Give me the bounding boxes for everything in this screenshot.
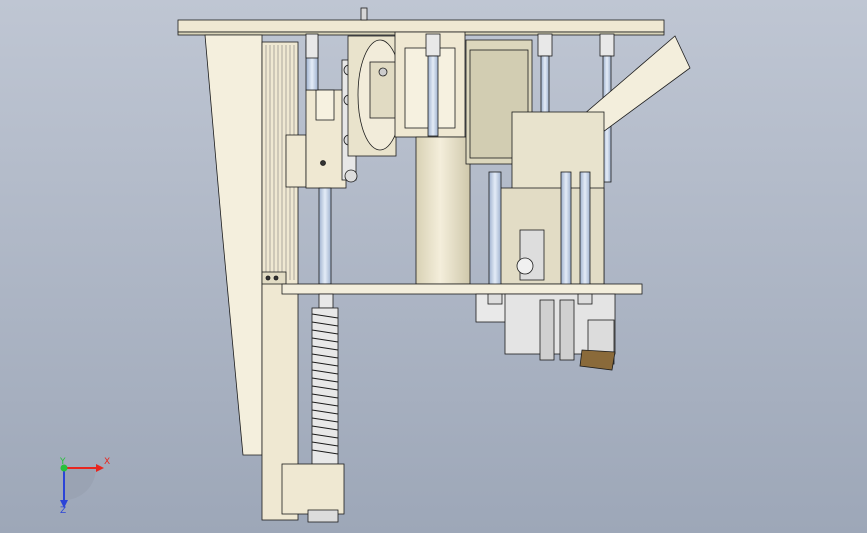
top-shaft (360, 7, 368, 21)
bottom-block (281, 463, 345, 515)
central-cylinder (415, 136, 471, 285)
guide-rod-left (318, 187, 332, 285)
axis-label-x: X (104, 457, 111, 467)
bracket-block (285, 134, 307, 188)
axis-label-y: Y (60, 457, 66, 467)
spring-guide (311, 307, 339, 465)
left-side-plate (204, 34, 263, 456)
axis-label-z: Z (60, 506, 67, 516)
top-plate (177, 19, 665, 33)
middle-plate (281, 283, 643, 295)
axis-triad (60, 464, 104, 508)
cam-wheel (516, 257, 534, 275)
